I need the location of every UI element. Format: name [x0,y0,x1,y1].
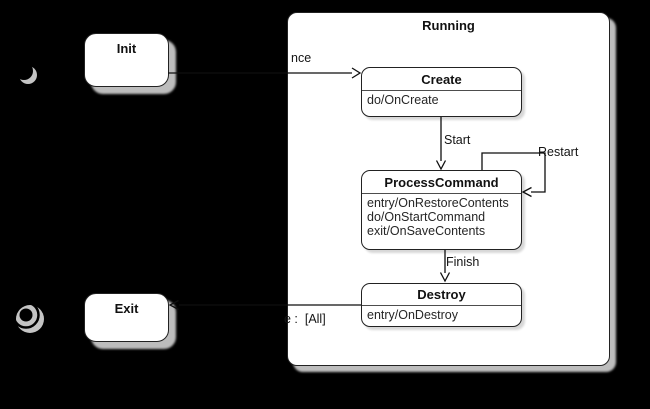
transition-label-init-to-create: nce [291,51,312,65]
state-exit-label: Exit [114,301,139,316]
state-process-command-label: ProcessCommand [362,171,521,194]
state-create[interactable]: Create do/OnCreate [361,67,522,117]
final-state-icon[interactable] [10,298,52,340]
state-init-label: Init [116,41,137,56]
state-destroy-label: Destroy [362,284,521,306]
transition-label-finish: Finish [446,255,480,269]
state-destroy[interactable]: Destroy entry/OnDestroy [361,283,522,327]
transition-label-start: Start [444,133,471,147]
state-exit[interactable]: Exit [84,293,169,342]
state-process-command-action: exit/OnSaveContents [367,223,486,238]
state-create-action: do/OnCreate [367,93,439,107]
transition-label-destroy-to-exit: e : [All] [284,312,326,326]
initial-state-icon[interactable] [10,58,44,92]
state-destroy-action: entry/OnDestroy [367,308,459,322]
transition-label-restart: Restart [538,145,579,159]
state-process-command-action: do/OnStartCommand [367,209,486,224]
state-process-command-action: entry/OnRestoreContents [367,196,509,210]
state-init[interactable]: Init [84,33,169,87]
state-running-label: Running [422,18,475,33]
state-process-command[interactable]: ProcessCommand entry/OnRestoreContents d… [361,170,522,250]
state-create-label: Create [362,68,521,91]
